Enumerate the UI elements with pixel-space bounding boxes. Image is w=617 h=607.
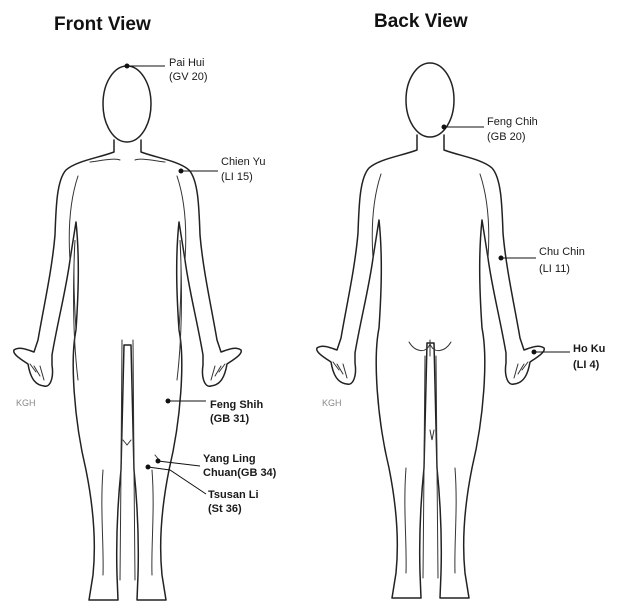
front-right-arm-inner (177, 176, 186, 260)
ho-ku-label: Ho Ku (573, 343, 605, 355)
front-body-outline (14, 140, 242, 600)
yang-ling-leader (158, 461, 200, 466)
back-left-arm-inner (372, 174, 381, 258)
chien-yu-code: (LI 15) (221, 171, 253, 183)
chien-yu-label: Chien Yu (221, 156, 265, 168)
back-left-calf (405, 468, 406, 573)
back-knee-marks (430, 430, 434, 440)
feng-chih-label: Feng Chih (487, 116, 538, 128)
tsusan-li-label: Tsusan Li (208, 489, 259, 501)
front-signature: KGH (16, 398, 36, 408)
front-left-shin (102, 470, 103, 575)
back-view-title: Back View (374, 11, 468, 32)
front-right-shin (152, 470, 153, 575)
feng-shih-label: Feng Shih (210, 399, 263, 411)
front-figure (14, 66, 242, 600)
back-figure (317, 63, 545, 598)
back-points: Feng Chih (GB 20) Chu Chin (LI 11) Ho Ku… (442, 116, 606, 371)
front-left-arm-inner (69, 176, 78, 260)
back-body-outline (317, 135, 545, 598)
ho-ku-code: (LI 4) (573, 359, 600, 371)
back-right-arm-inner (480, 174, 489, 258)
back-signature: KGH (322, 398, 342, 408)
feng-chih-code: (GB 20) (487, 131, 526, 143)
pai-hui-label: Pai Hui (169, 57, 204, 69)
pai-hui-code: (GV 20) (169, 71, 208, 83)
front-view-title: Front View (54, 14, 151, 35)
tsusan-li-leader (148, 467, 206, 494)
chu-chin-code: (LI 11) (539, 263, 570, 275)
yang-ling-code: Chuan(GB 34) (203, 467, 277, 479)
back-right-calf (455, 468, 456, 573)
tsusan-li-code: (St 36) (208, 503, 242, 515)
feng-shih-code: (GB 31) (210, 413, 249, 425)
front-clavicle (90, 159, 165, 162)
yang-ling-label: Yang Ling (203, 453, 256, 465)
back-head (406, 63, 454, 137)
chu-chin-label: Chu Chin (539, 246, 585, 258)
front-knee-marks (123, 440, 159, 460)
front-head (103, 66, 151, 142)
